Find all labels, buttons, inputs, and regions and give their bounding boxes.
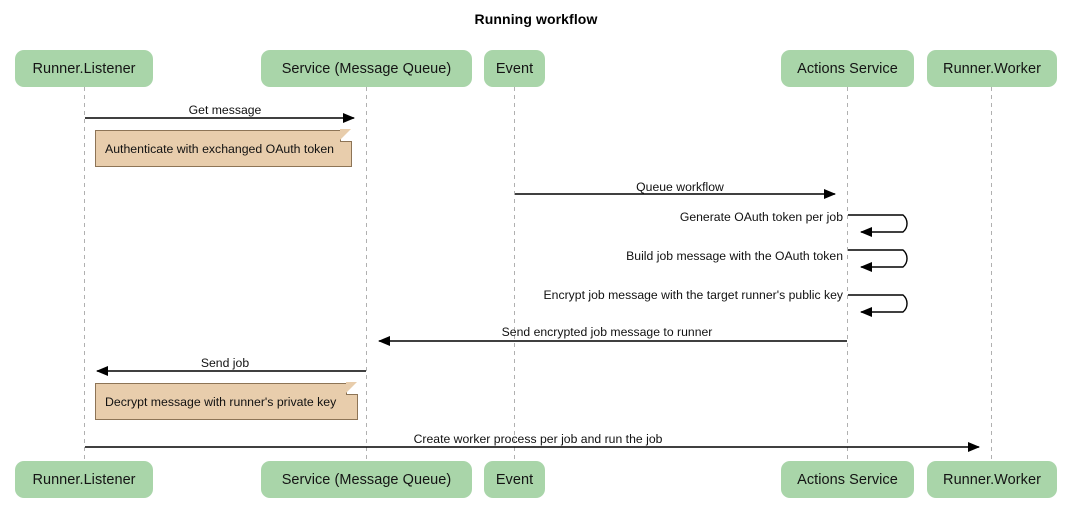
participant-label: Runner.Listener — [32, 60, 136, 77]
participant-bottom-event[interactable]: Event — [484, 461, 545, 498]
participant-label: Runner.Listener — [32, 471, 136, 488]
page-title: Running workflow — [474, 11, 598, 27]
participant-top-runner-worker[interactable]: Runner.Worker — [927, 50, 1057, 87]
participant-label: Service (Message Queue) — [281, 471, 452, 488]
participant-label: Actions Service — [797, 471, 898, 488]
participant-bottom-actions-service[interactable]: Actions Service — [781, 461, 914, 498]
note-label: Authenticate with exchanged OAuth token — [105, 141, 335, 156]
participant-top-runner-listener[interactable]: Runner.Listener — [15, 50, 153, 87]
participant-bottom-service-message-queue[interactable]: Service (Message Queue) — [261, 461, 472, 498]
note-fold-corner-icon — [340, 129, 352, 142]
message-label-create-worker-process: Create worker process per job and run th… — [413, 432, 663, 446]
participant-label: Event — [495, 60, 534, 77]
arrow-build-job-message — [848, 249, 908, 272]
message-arrows — [85, 113, 980, 452]
participant-top-service-message-queue[interactable]: Service (Message Queue) — [261, 50, 472, 87]
message-label-send-encrypted-job-message: Send encrypted job message to runner — [501, 325, 713, 339]
participant-label: Service (Message Queue) — [281, 60, 452, 77]
note-decrypt: Decrypt message with runner's private ke… — [95, 382, 358, 420]
arrow-generate-oauth-token-per-job — [848, 214, 908, 237]
message-label-generate-oauth-token-per-job: Generate OAuth token per job — [679, 210, 843, 224]
participant-label: Runner.Worker — [943, 60, 1041, 77]
participant-top-actions-service[interactable]: Actions Service — [781, 50, 914, 87]
message-label-get-message: Get message — [188, 103, 262, 117]
participant-bottom-runner-listener[interactable]: Runner.Listener — [15, 461, 153, 498]
message-label-build-job-message: Build job message with the OAuth token — [626, 249, 843, 263]
message-label-encrypt-job-message: Encrypt job message with the target runn… — [543, 288, 843, 302]
note-label: Decrypt message with runner's private ke… — [105, 394, 337, 409]
participant-top-event[interactable]: Event — [484, 50, 545, 87]
message-label-queue-workflow: Queue workflow — [636, 180, 724, 194]
message-label-send-job: Send job — [200, 356, 250, 370]
lifelines — [84, 87, 992, 461]
participant-label: Runner.Worker — [943, 471, 1041, 488]
participant-label: Event — [495, 471, 534, 488]
arrow-encrypt-job-message — [848, 294, 908, 317]
note-fold-corner-icon — [346, 382, 358, 395]
note-authenticate: Authenticate with exchanged OAuth token — [95, 129, 352, 167]
participant-label: Actions Service — [797, 60, 898, 77]
participant-bottom-runner-worker[interactable]: Runner.Worker — [927, 461, 1057, 498]
